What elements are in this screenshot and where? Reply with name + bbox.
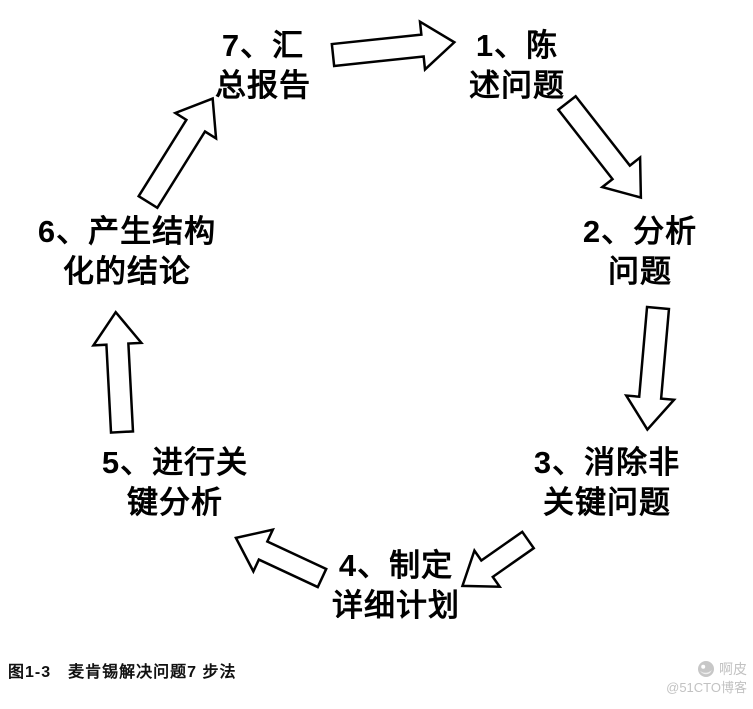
step-5-line-2: 键分析 <box>127 485 223 520</box>
step-1-label: 1、陈 述问题 <box>453 26 581 106</box>
step-3-label: 3、消除非 关键问题 <box>518 443 696 523</box>
watermark-handle: @51CTO博客 <box>666 679 747 695</box>
step-4-label: 4、制定 详细计划 <box>318 546 474 626</box>
step-3-line-1: 3、消除非 <box>533 445 681 480</box>
step-5-label: 5、进行关 键分析 <box>85 443 265 523</box>
arrow-step6-to-step7-icon <box>136 96 218 210</box>
watermark-name: 啊皮 <box>719 661 747 677</box>
step-4-line-2: 详细计划 <box>332 588 460 623</box>
step-5-line-1: 5、进行关 <box>101 445 249 480</box>
cycle-arrows-layer <box>90 19 677 589</box>
step-7-line-1: 7、汇 <box>221 28 305 63</box>
step-6-label: 6、产生结构 化的结论 <box>18 212 236 292</box>
step-1-line-2: 述问题 <box>469 68 565 103</box>
arrow-step2-to-step3-icon <box>623 305 677 432</box>
step-4-line-1: 4、制定 <box>338 548 454 583</box>
step-6-line-2: 化的结论 <box>63 254 191 289</box>
arrow-step4-to-step5-icon <box>234 527 328 589</box>
arrow-step1-to-step2-icon <box>556 94 643 200</box>
step-2-label: 2、分析 问题 <box>578 212 702 292</box>
step-7-label: 7、汇 总报告 <box>198 26 328 106</box>
figure-caption: 图1-3 麦肯锡解决问题7 步法 <box>8 664 237 681</box>
step-3-line-2: 关键问题 <box>543 485 671 520</box>
step-6-line-1: 6、产生结构 <box>37 214 217 249</box>
arrow-step7-to-step1-icon <box>330 19 457 73</box>
watermark-logo-icon <box>698 661 714 678</box>
step-2-line-2: 问题 <box>608 254 672 289</box>
step-1-line-1: 1、陈 <box>475 28 559 63</box>
arrow-step5-to-step6-icon <box>90 310 144 434</box>
arrow-step3-to-step4-icon <box>460 530 536 589</box>
step-7-line-2: 总报告 <box>215 68 311 103</box>
watermark: 啊皮 @51CTO博客 <box>666 660 747 696</box>
step-2-line-1: 2、分析 <box>582 214 698 249</box>
